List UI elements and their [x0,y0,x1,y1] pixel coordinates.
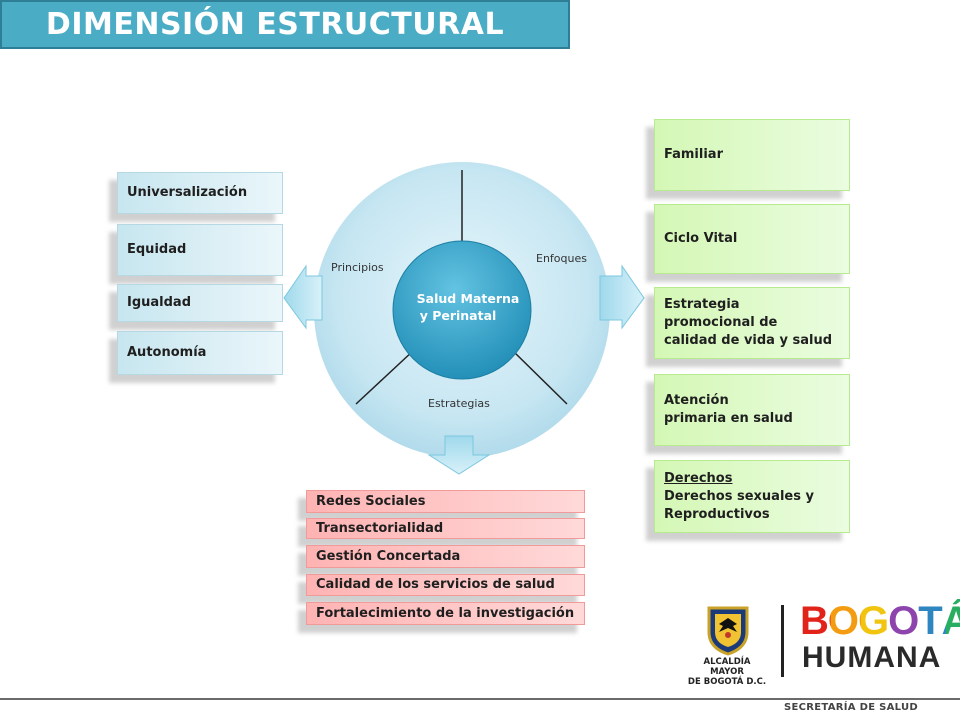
enfoque-line: Reproductivos [664,506,770,522]
enfoque-line: Ciclo Vital [664,231,738,246]
arrow-down [427,435,491,475]
enfoque-label: Ciclo Vital [664,230,844,248]
divider-left [355,349,415,405]
principio-box-3: Igualdad [109,284,283,330]
estrategia-label: Gestión Concertada [316,548,461,564]
principio-label: Equidad [127,242,187,257]
principio-label: Autonomía [127,345,207,360]
label-principios: Principios [331,261,384,274]
bogota-logo-word: BOGOTÁ [800,601,960,641]
center-label: Salud Materna y Perinatal [402,290,534,324]
estrategia-label: Redes Sociales [316,493,426,509]
enfoque-box-2: Ciclo Vital [646,204,850,282]
enfoque-line: primaria en salud [664,411,793,426]
estrategia-box-1: Redes Sociales [298,490,585,521]
principio-box-4: Autonomía [109,331,283,383]
footer-label: SECRETARÍA DE SALUD [783,702,918,713]
enfoque-label: Derechos Derechos sexuales y Reproductiv… [664,470,844,524]
logo-divider [781,605,784,677]
crest-caption-line1: ALCALDÍA MAYOR [703,657,751,677]
footer-divider [0,698,960,700]
enfoque-line: calidad de vida y salud [664,333,833,348]
enfoque-box-3: Estrategia promocional de calidad de vid… [646,287,850,367]
principio-label: Igualdad [127,295,192,310]
enfoque-heading: Derechos [664,470,733,486]
bogota-crest-icon [707,606,749,656]
enfoque-line: Derechos sexuales y [664,488,814,504]
arrow-left [283,264,323,330]
enfoque-box-1: Familiar [646,119,850,199]
crest-caption: ALCALDÍA MAYOR DE BOGOTÁ D.C. [687,657,767,687]
label-enfoques: Enfoques [536,252,587,265]
estrategia-label: Fortalecimiento de la investigación [316,605,575,621]
enfoque-line: Familiar [664,147,723,162]
estrategia-label: Calidad de los servicios de salud [316,577,555,592]
estrategia-box-4: Calidad de los servicios de salud [298,574,585,604]
enfoque-box-4: Atención primaria en salud [646,374,850,454]
estrategia-box-3: Gestión Concertada [298,545,585,576]
principio-box-1: Universalización [109,172,283,222]
center-circle [392,240,532,380]
crest-caption-line2: DE BOGOTÁ D.C. [687,677,767,687]
enfoque-label: Estrategia promocional de calidad de vid… [664,296,844,350]
page-title: DIMENSIÓN ESTRUCTURAL [45,7,505,42]
principio-box-2: Equidad [109,224,283,284]
principio-label: Universalización [127,185,248,200]
bogota-logo-text: BOGOTÁ [800,599,960,643]
arrow-right [599,264,645,330]
title-banner [0,0,570,49]
estrategia-label: Transectorialidad [316,520,444,536]
enfoque-line: promocional de [664,315,778,330]
divider-right [511,349,568,405]
label-estrategias: Estrategias [428,397,490,410]
enfoque-line: Atención [664,393,729,408]
enfoque-line: Estrategia [664,297,740,312]
enfoque-label: Familiar [664,146,844,164]
enfoque-box-5: Derechos Derechos sexuales y Reproductiv… [646,460,850,541]
humana-logo-word: HUMANA [802,641,942,674]
center-label-line2: y Perinatal [419,308,497,323]
enfoque-label: Atención primaria en salud [664,392,844,428]
estrategia-box-5: Fortalecimiento de la investigación [298,602,585,633]
center-label-line1: Salud Materna [416,291,520,306]
estrategia-box-2: Transectorialidad [298,518,585,547]
